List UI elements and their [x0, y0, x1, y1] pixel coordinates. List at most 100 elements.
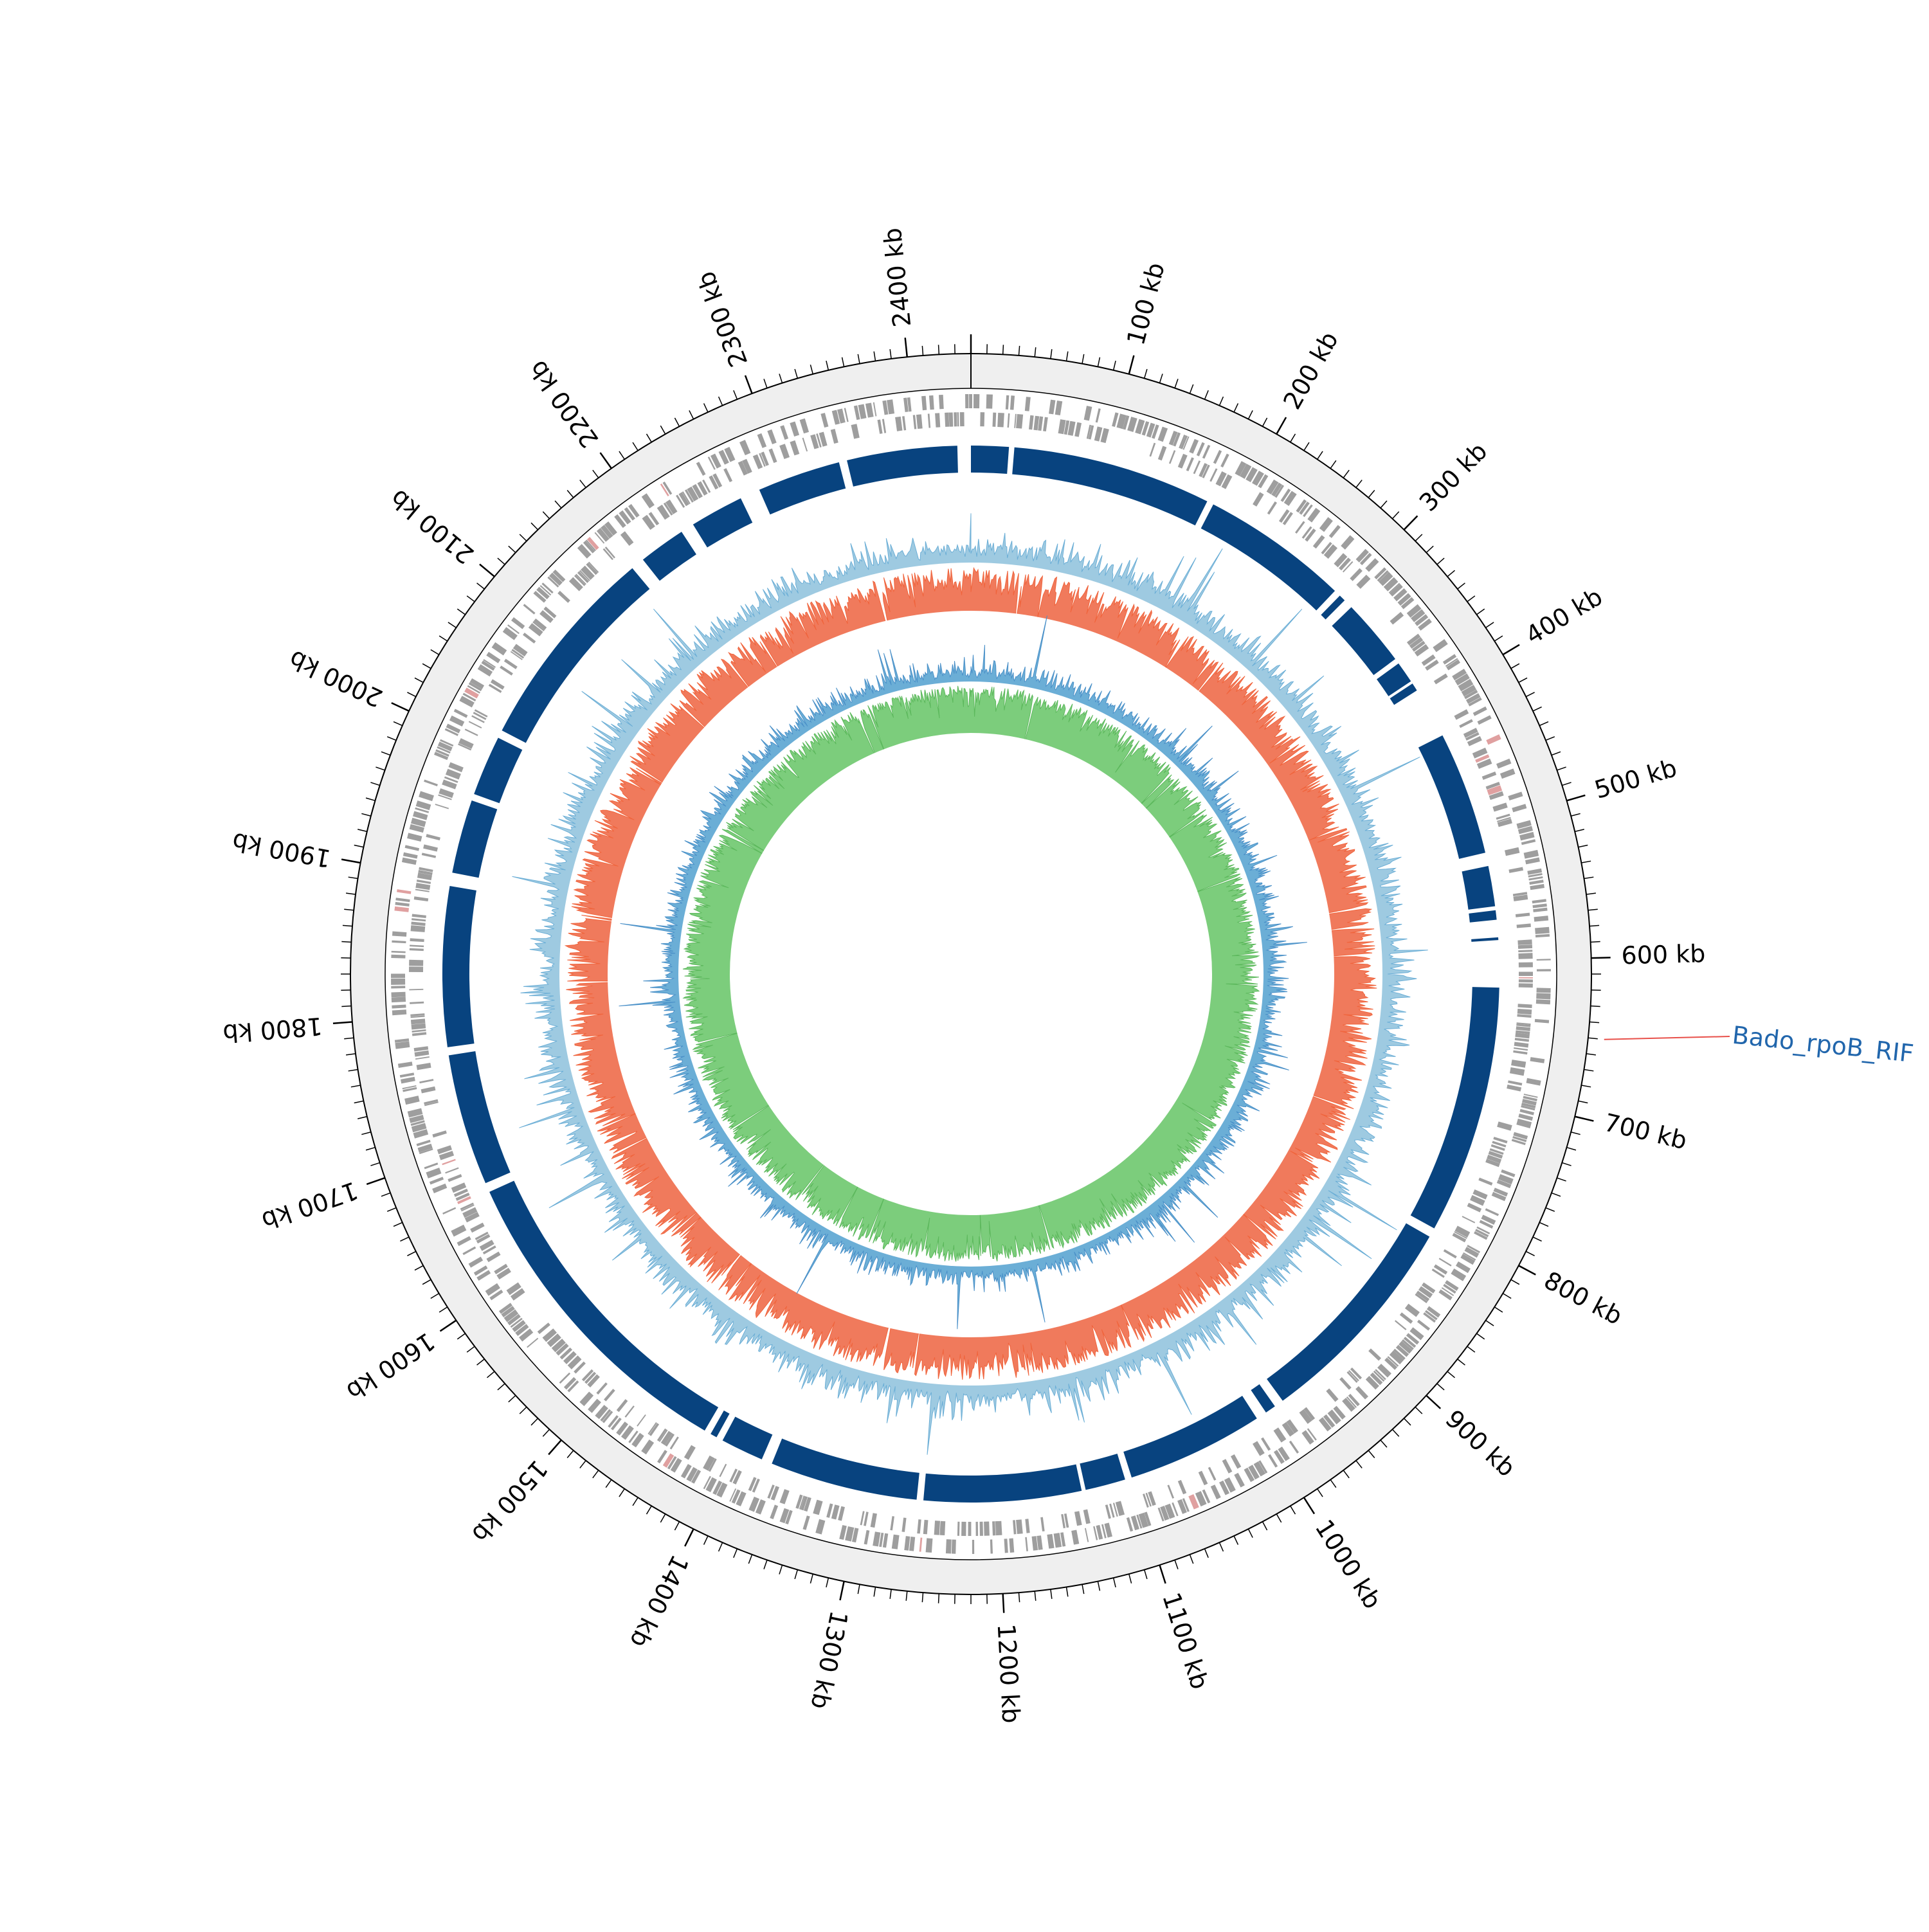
gene-feature [1006, 395, 1010, 410]
tick-label: 600 kb [1621, 939, 1706, 970]
gene-feature [939, 395, 944, 409]
annotation-label[interactable]: Bado_rpoB_RIF [1731, 1021, 1915, 1068]
gene-feature [1486, 734, 1501, 745]
minor-tick [1539, 1222, 1548, 1226]
gene-feature [1438, 1290, 1452, 1301]
gene-feature [909, 1537, 915, 1551]
gene-feature [1127, 417, 1137, 432]
gene-feature [409, 960, 423, 966]
minor-tick [407, 692, 415, 697]
minor-tick [1584, 1070, 1594, 1071]
minor-tick [344, 1038, 354, 1039]
gene-feature [1433, 639, 1447, 652]
gene-feature [1319, 517, 1333, 532]
gene-feature [1537, 988, 1551, 993]
gene-feature [410, 944, 424, 947]
gene-feature [980, 1522, 983, 1536]
minor-tick [1051, 1589, 1052, 1599]
gene-feature [620, 531, 634, 546]
tick-label: 1500 kb [466, 1454, 553, 1548]
minor-tick [1584, 877, 1594, 878]
gene-feature [1535, 927, 1550, 934]
gene-feature [1178, 1480, 1186, 1494]
gene-feature [579, 1391, 593, 1406]
gene-feature [1534, 916, 1549, 921]
minor-tick [1190, 1555, 1193, 1564]
gene-feature [1505, 847, 1519, 856]
contig-block [923, 1465, 1082, 1503]
gene-feature [1521, 839, 1535, 845]
gene-feature [492, 642, 507, 656]
minor-tick [1318, 1489, 1323, 1497]
gene-feature [1536, 993, 1550, 1000]
gene-feature [457, 1236, 471, 1247]
tick-label: 2300 kb [691, 267, 753, 370]
minor-tick [1519, 678, 1527, 682]
minor-tick [1533, 1237, 1542, 1241]
gc-skew-inner-mask [730, 733, 1212, 1215]
gene-feature [779, 444, 790, 459]
gene-feature [631, 1433, 644, 1448]
gene-feature [965, 394, 968, 408]
minor-tick [1082, 1584, 1084, 1594]
minor-tick [394, 722, 403, 726]
gene-feature [1178, 454, 1188, 469]
minor-tick [719, 397, 723, 406]
contig-block [1332, 607, 1395, 675]
gene-feature [1508, 1080, 1522, 1085]
minor-tick [1263, 418, 1267, 426]
tick-label: 900 kb [1440, 1404, 1521, 1482]
minor-tick [890, 1589, 891, 1599]
gene-feature [1305, 528, 1316, 541]
gene-feature [928, 413, 930, 428]
minor-tick [1234, 403, 1238, 412]
minor-tick [734, 390, 738, 399]
minor-tick [1526, 692, 1534, 697]
gene-feature [986, 394, 993, 408]
gene-feature [975, 1522, 978, 1536]
gene-feature [946, 1539, 952, 1553]
minor-tick [1458, 1359, 1465, 1365]
minor-tick [675, 418, 679, 426]
gene-feature [916, 414, 923, 429]
minor-tick [1291, 434, 1296, 442]
gene-feature [790, 422, 799, 437]
gene-feature [1519, 979, 1533, 982]
gene-feature [838, 1506, 845, 1521]
gene-feature [1519, 977, 1533, 979]
gene-feature [790, 440, 799, 456]
gene-feature [974, 394, 979, 408]
minor-tick [660, 1514, 665, 1522]
gene-feature [820, 413, 828, 428]
gene-feature [642, 493, 655, 508]
gene-feature [1519, 971, 1533, 976]
minor-tick [467, 1346, 475, 1352]
gene-feature [417, 1063, 431, 1070]
major-tick [440, 1321, 456, 1332]
major-tick [905, 338, 907, 357]
gene-feature [1313, 535, 1325, 548]
major-tick [1129, 356, 1134, 374]
minor-tick [1575, 829, 1584, 831]
gene-feature [1037, 1535, 1042, 1550]
tick-label: 1000 kb [1310, 1515, 1387, 1614]
gene-feature [1517, 1009, 1532, 1015]
minor-tick [555, 501, 561, 508]
minor-tick [1404, 1418, 1411, 1425]
gene-feature [1013, 1520, 1016, 1534]
minor-tick [1234, 1536, 1238, 1545]
minor-tick [567, 1450, 574, 1458]
gene-feature [637, 1414, 646, 1427]
contig-block [1469, 910, 1496, 923]
gene-feature [1517, 939, 1532, 945]
contig-block [474, 737, 522, 803]
gene-feature [883, 1533, 888, 1548]
gene-feature [412, 914, 426, 918]
gene-feature [1518, 944, 1532, 949]
tick-label: 800 kb [1539, 1266, 1627, 1330]
gene-feature [1530, 1057, 1545, 1063]
gene-feature [527, 1338, 538, 1348]
tick-label: 500 kb [1591, 754, 1680, 804]
major-tick [685, 1529, 693, 1546]
gene-feature [500, 665, 513, 676]
